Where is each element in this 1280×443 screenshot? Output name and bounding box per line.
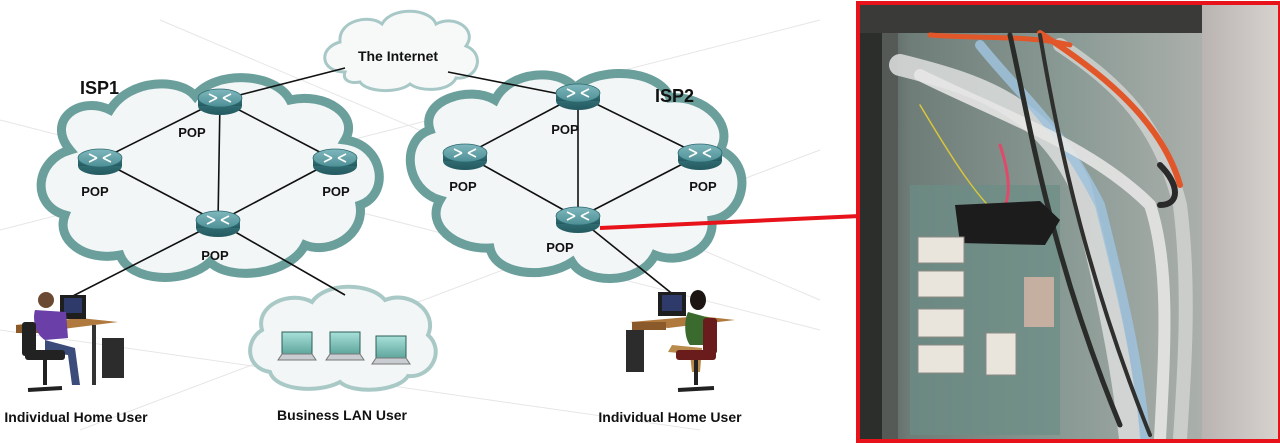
pop-label: POP xyxy=(322,184,350,199)
pop-label: POP xyxy=(551,122,579,137)
router-icon xyxy=(196,211,240,237)
isp1-label: ISP1 xyxy=(80,78,119,98)
router-icon xyxy=(313,149,357,175)
pop-label: POP xyxy=(81,184,109,199)
pop-label: POP xyxy=(689,179,717,194)
internet-label: The Internet xyxy=(358,48,438,64)
business-lan-label: Business LAN User xyxy=(277,407,407,423)
pop-label: POP xyxy=(449,179,477,194)
router-icon xyxy=(198,89,242,115)
router-icon xyxy=(78,149,122,175)
home-user-left-label: Individual Home User xyxy=(4,409,148,425)
pop-label: POP xyxy=(546,240,574,255)
home-user-right-label: Individual Home User xyxy=(598,409,742,425)
isp2-label: ISP2 xyxy=(655,86,694,106)
wiring-closet-photo xyxy=(856,1,1280,443)
wiring-closet-photo-icon xyxy=(860,5,1278,439)
pop-label: POP xyxy=(201,248,229,263)
router-icon xyxy=(443,144,487,170)
pop-label: POP xyxy=(178,125,206,140)
router-icon xyxy=(556,84,600,110)
lan-computers-icon xyxy=(278,332,410,364)
router-icon xyxy=(556,207,600,233)
home-user-left-icon xyxy=(15,292,124,390)
home-user-right-icon xyxy=(626,290,735,390)
router-icon xyxy=(678,144,722,170)
